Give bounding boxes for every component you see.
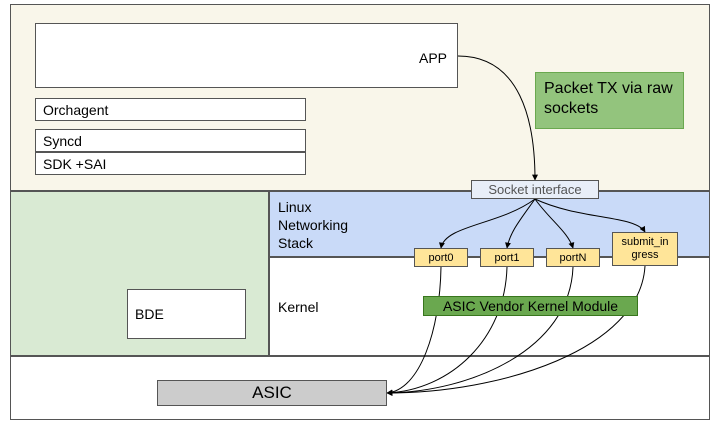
sdk-sai-box: SDK +SAI	[35, 152, 306, 175]
port1-label: port1	[494, 251, 520, 264]
submit-ingress-label: submit_in gress	[621, 236, 669, 261]
bde-label: BDE	[135, 306, 164, 322]
asic-vendor-kernel-module: ASIC Vendor Kernel Module	[423, 296, 638, 316]
kernel-label: Kernel	[278, 299, 319, 315]
submit-ingress-node: submit_in gress	[612, 232, 678, 266]
app-label: APP	[418, 50, 447, 66]
linux-stack-line: Linux	[278, 199, 312, 215]
port0-label: port0	[428, 251, 454, 264]
socket-interface-label: Socket interface	[488, 182, 582, 197]
linux-stack-line: Networking	[278, 217, 349, 233]
asic-box: ASIC	[157, 380, 387, 406]
syncd-box: Syncd	[35, 129, 306, 152]
orchagent-box: Orchagent	[35, 98, 306, 121]
orchagent-label: Orchagent	[43, 101, 109, 118]
socket-interface-node: Socket interface	[471, 180, 599, 199]
packet-tx-note: Packet TX via raw sockets	[535, 72, 684, 129]
packet-tx-note-label: Packet TX via raw sockets	[544, 80, 673, 117]
port1-node: port1	[480, 248, 534, 267]
syncd-label: Syncd	[43, 132, 82, 149]
portn-label: portN	[559, 251, 587, 264]
portn-node: portN	[546, 248, 600, 267]
asic-label: ASIC	[252, 383, 292, 402]
linux-stack-line: Stack	[278, 235, 314, 251]
port0-node: port0	[414, 248, 468, 267]
bde-box: BDE	[127, 289, 246, 339]
vendor-module-label: ASIC Vendor Kernel Module	[442, 298, 619, 314]
sdk-sai-label: SDK +SAI	[43, 155, 107, 172]
linux-stack-label: Linux Networking Stack	[278, 198, 348, 252]
app-box: APP	[35, 23, 458, 88]
